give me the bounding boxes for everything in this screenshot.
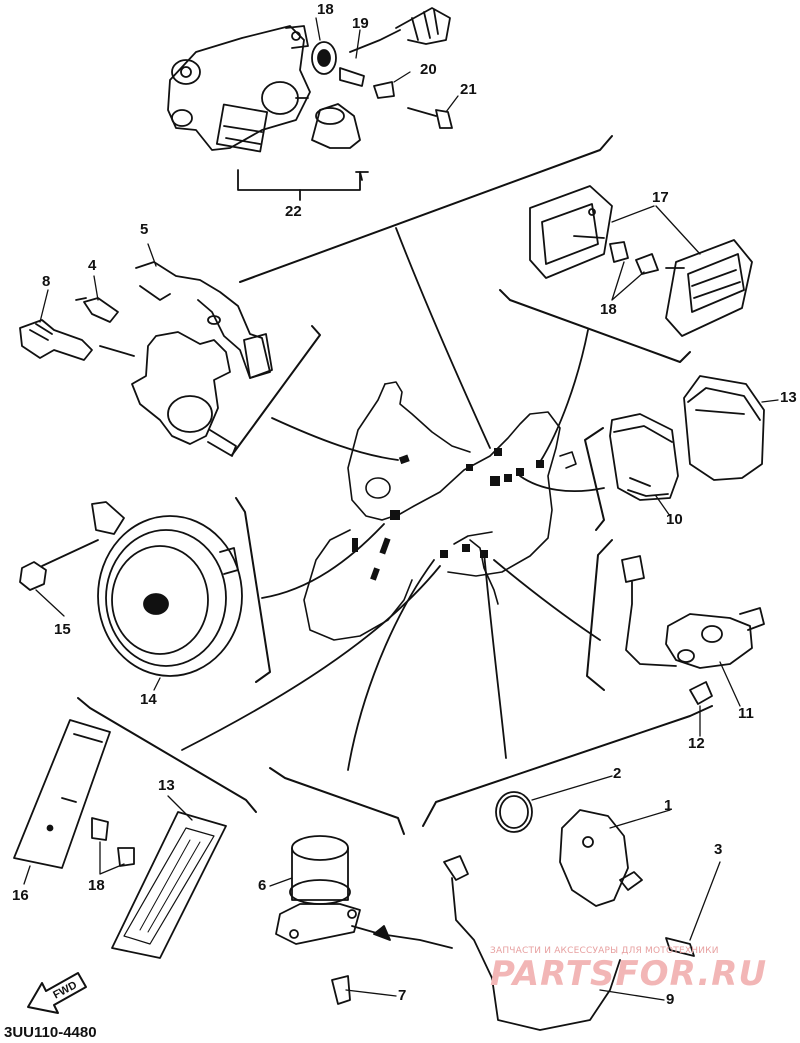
part-number-19: 18 — [317, 1, 334, 18]
horn-assembly — [19, 501, 243, 677]
relay-units — [609, 375, 765, 501]
part-number-8: 8 — [42, 273, 51, 290]
leader-lines — [181, 227, 605, 771]
neutral-switch-assembly — [621, 555, 765, 705]
number-leaders — [23, 17, 779, 1001]
part-number-3: 3 — [714, 841, 723, 858]
frame-outline — [303, 381, 577, 641]
bracket-right-top — [499, 289, 691, 363]
rear-reflector-assembly — [529, 185, 753, 337]
part-number-13: 13 — [780, 389, 797, 406]
bracket-right-lower — [586, 539, 613, 691]
part-number-2: 2 — [613, 765, 622, 782]
part-number-11: 11 — [738, 705, 754, 722]
bracket-left-lower — [77, 697, 257, 813]
part-number-17: 17 — [652, 189, 669, 206]
forward-arrow-icon: FWD — [27, 972, 87, 1014]
part-number-5: 5 — [140, 221, 149, 238]
part-number-18-top: 18 — [600, 301, 617, 318]
part-number-15: 15 — [54, 621, 71, 638]
bracket-bottom-right — [422, 705, 713, 827]
part-number-12: 12 — [688, 735, 705, 752]
part-number-23: 22 — [285, 203, 302, 220]
part-number-13-bottom: 13 — [158, 777, 175, 794]
thermo-sensor-assembly — [19, 261, 273, 457]
part-number-18-bottom: 18 — [88, 877, 105, 894]
bracket-right-mid — [584, 427, 605, 531]
bracket-top — [239, 135, 613, 283]
buzzer-assembly — [275, 835, 453, 1005]
part-number-14: 14 — [140, 691, 157, 708]
part-number-21: 20 — [420, 61, 437, 78]
part-number-9: 9 — [666, 991, 675, 1008]
part-number-4: 4 — [88, 257, 97, 274]
part-number-10: 10 — [666, 511, 683, 528]
watermark-tagline: ЗАПЧАСТИ И АКСЕССУАРЫ ДЛЯ МОТОТЕХНИКИ — [490, 946, 719, 956]
throttle-sensor-assembly — [167, 7, 453, 201]
diagram-code: 3UU110-4480 — [4, 1024, 97, 1041]
part-number-6: 6 — [258, 877, 267, 894]
watermark: ЗАПЧАСТИ И АКСЕССУАРЫ ДЛЯ МОТОТЕХНИКИ PA… — [490, 946, 790, 994]
part-number-7: 7 — [398, 987, 407, 1004]
part-number-1: 1 — [664, 797, 673, 814]
bracket-bottom-center — [269, 767, 405, 835]
side-reflectors — [13, 719, 227, 959]
bracket-left-top — [231, 325, 321, 456]
part-number-16: 16 — [12, 887, 29, 904]
part-number-22: 21 — [460, 81, 477, 98]
watermark-logo: PARTSFOR.RU — [490, 954, 768, 994]
speed-sensor-assembly — [443, 791, 695, 1031]
bracket-left-mid — [235, 497, 271, 683]
frame-connectors — [352, 448, 544, 581]
part-number-20: 19 — [352, 15, 369, 32]
